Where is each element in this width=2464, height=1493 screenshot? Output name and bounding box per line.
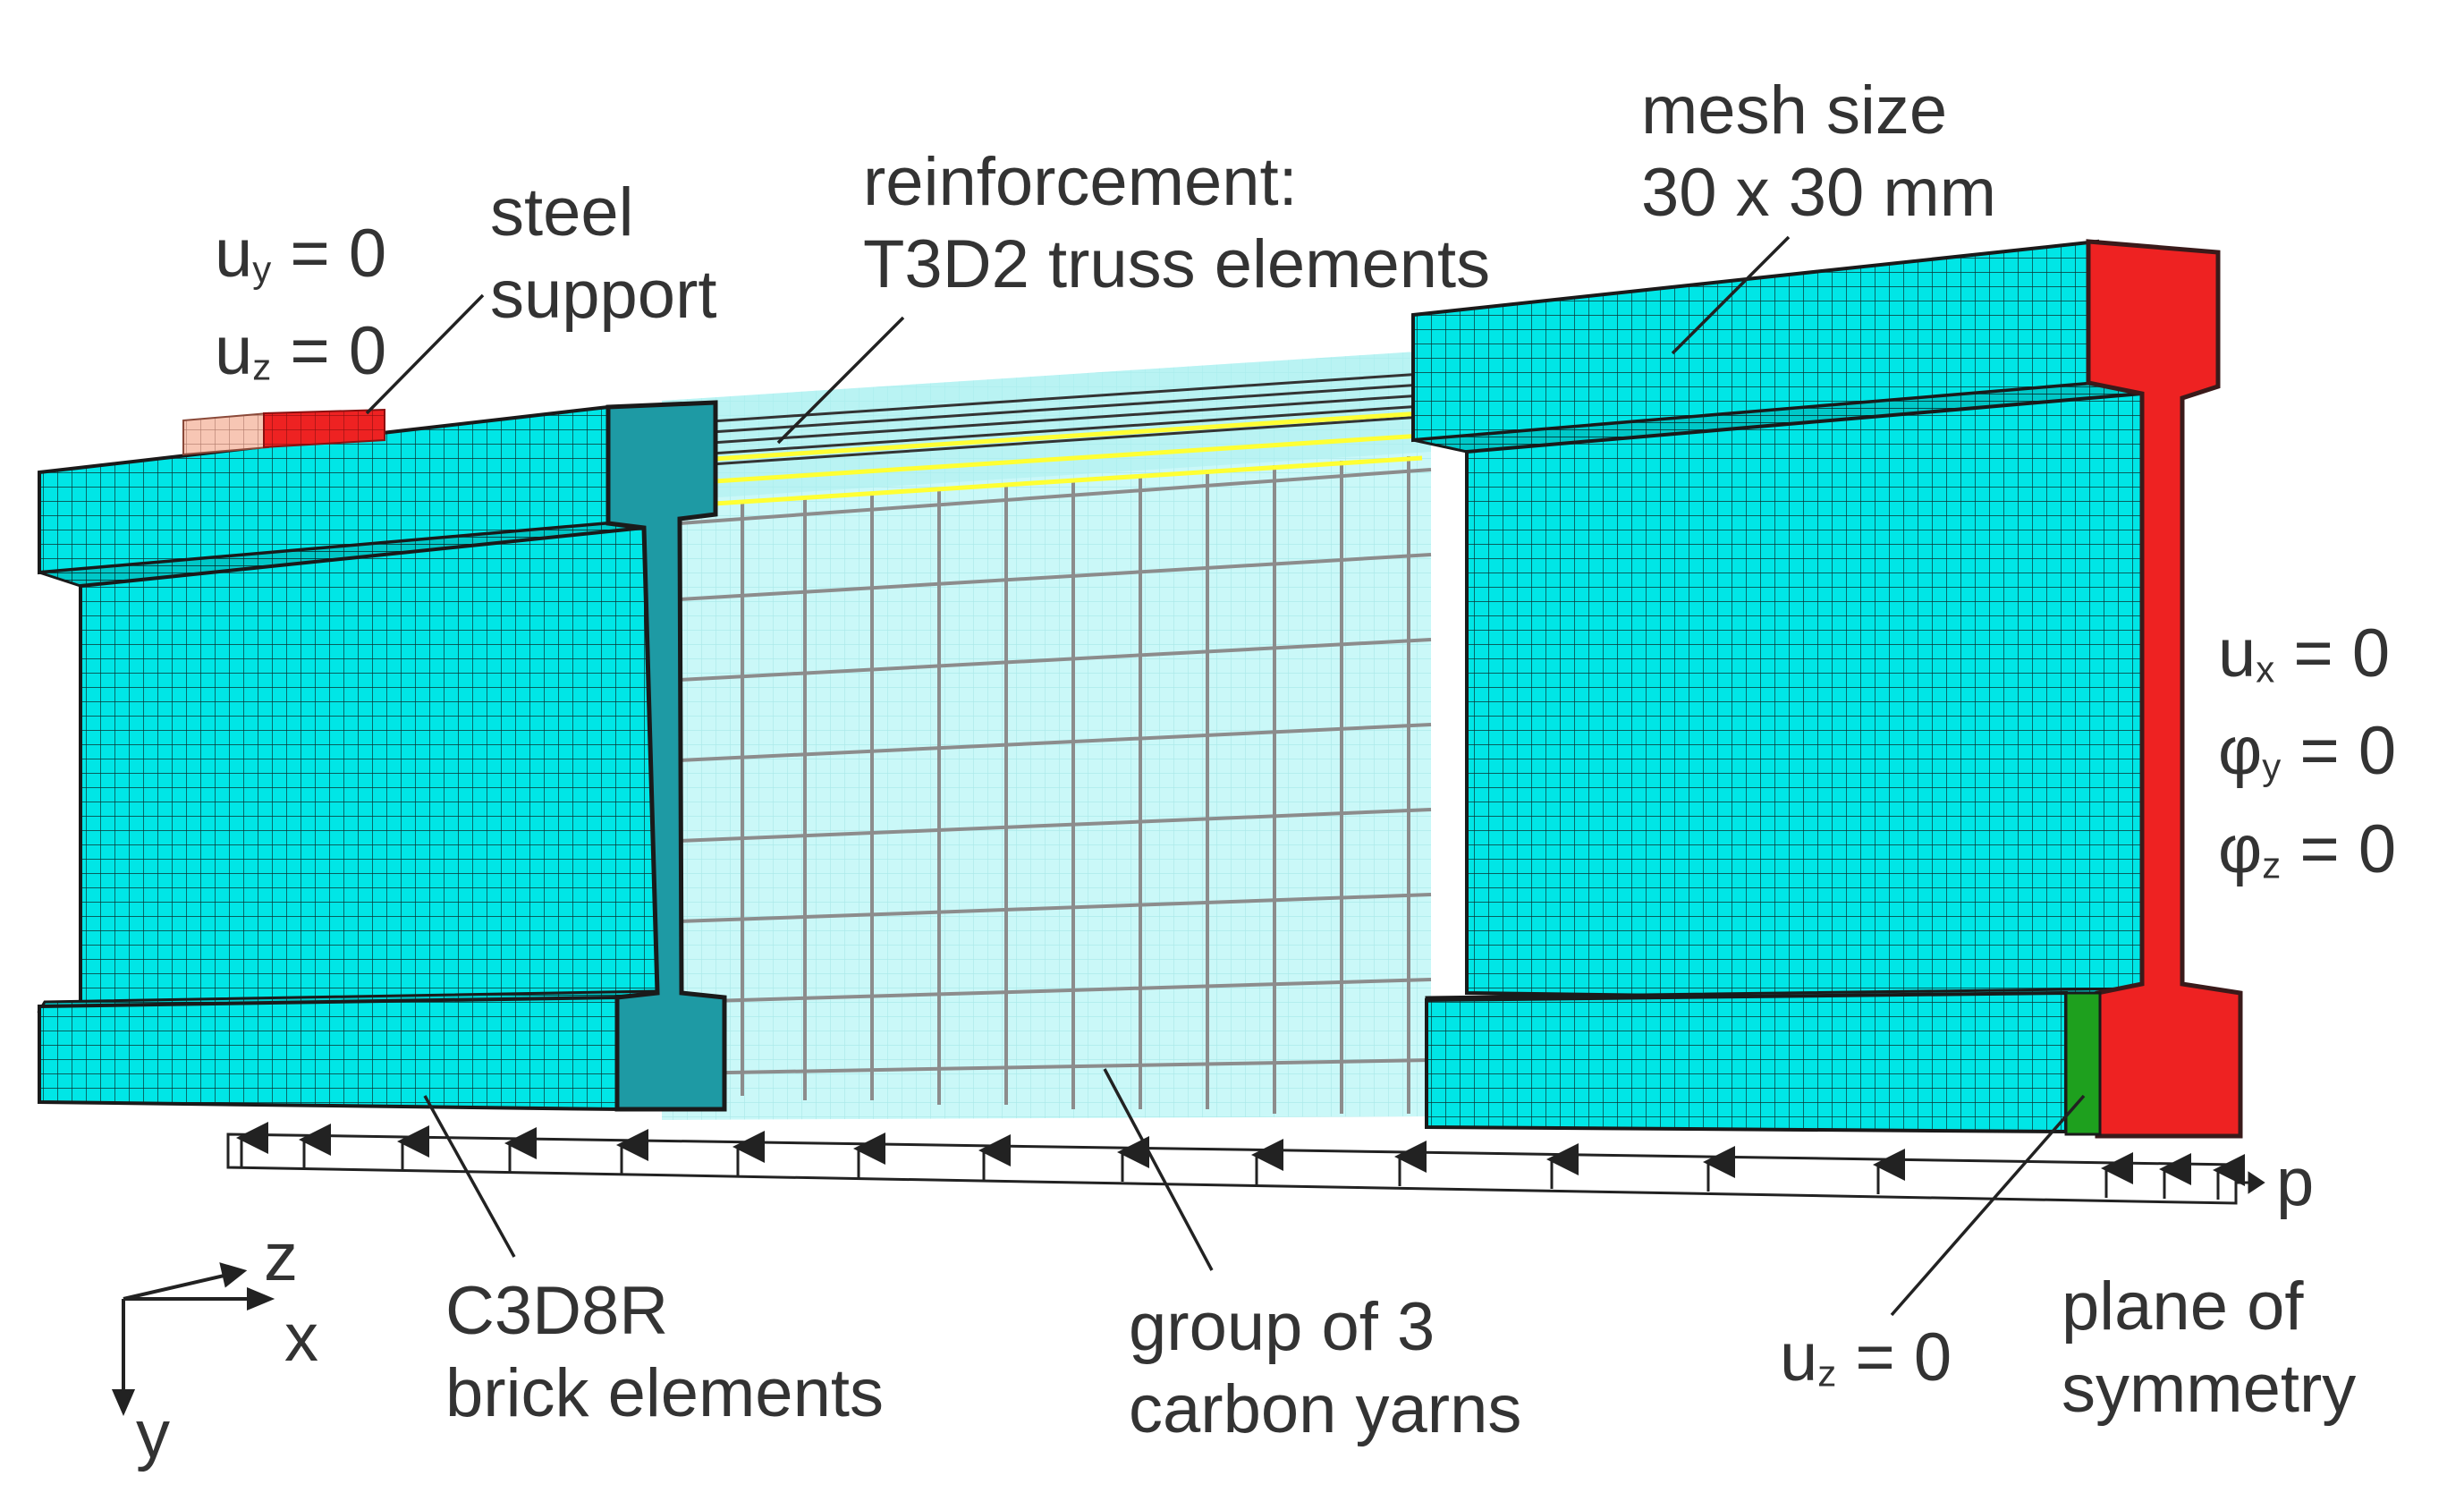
- yarns-line1: group of 3: [1129, 1289, 1435, 1365]
- support-bc-uz: uz = 0: [215, 310, 386, 408]
- load-bar: [226, 1132, 2238, 1205]
- steel-support-line1: steel: [490, 174, 634, 250]
- uz-subscript: z: [252, 345, 272, 388]
- uy-subscript: y: [252, 248, 272, 291]
- axis-y: y: [136, 1396, 170, 1472]
- plane-of-symmetry-label: plane of symmetry: [2062, 1266, 2356, 1430]
- load-arrows: [236, 1122, 2265, 1200]
- reinforcement-line2: T3D2 truss elements: [863, 226, 1491, 302]
- phiz-subscript: z: [2262, 843, 2282, 886]
- uy-symbol: u: [215, 216, 253, 292]
- phiy-value: = 0: [2281, 713, 2397, 790]
- load-p: p: [2276, 1144, 2315, 1220]
- plane-line2: symmetry: [2062, 1351, 2357, 1427]
- transparent-web-region: [662, 351, 1431, 1120]
- symmetry-bc-label: ux = 0 φy = 0 φz = 0: [2218, 613, 2396, 906]
- phiz-symbol: φ: [2218, 810, 2263, 887]
- brick-elements-label: C3D8R brick elements: [445, 1270, 884, 1435]
- right-beam-mesh: [1411, 239, 2144, 1134]
- axis-z-label: z: [264, 1217, 298, 1299]
- uz-bottom-value: = 0: [1836, 1319, 1952, 1395]
- phiy-subscript: y: [2262, 745, 2282, 788]
- mesh-size-line2: 30 x 30 mm: [1641, 155, 1997, 231]
- coordinate-axes: [111, 1262, 275, 1417]
- ux-subscript: x: [2256, 648, 2275, 691]
- symmetry-bc-ux: ux = 0: [2218, 613, 2396, 710]
- brick-line1: C3D8R: [445, 1273, 669, 1349]
- left-beam-mesh: [37, 404, 660, 1112]
- axis-x: x: [284, 1300, 318, 1376]
- leader-lines: [365, 235, 2086, 1317]
- uz-bottom-label: uz = 0: [1780, 1317, 1952, 1414]
- support-bc-label: uy = 0 uz = 0: [215, 213, 386, 409]
- steel-support-line2: support: [490, 257, 717, 333]
- axis-z: z: [264, 1219, 298, 1295]
- mesh-size-line1: mesh size: [1641, 72, 1948, 148]
- ux-value: = 0: [2274, 615, 2391, 691]
- symmetry-bc-phiy: φy = 0: [2218, 710, 2396, 808]
- uz-symbol: u: [215, 313, 253, 390]
- uz-bottom-symbol: u: [1780, 1319, 1818, 1395]
- left-cross-section: [605, 400, 727, 1112]
- carbon-yarn-grid: [679, 456, 1432, 1114]
- mesh-size-label: mesh size 30 x 30 mm: [1641, 70, 1996, 234]
- uy-value: = 0: [271, 216, 387, 292]
- reinforcement-line1: reinforcement:: [863, 144, 1298, 220]
- brick-line2: brick elements: [445, 1355, 884, 1431]
- steel-support-label: steel support: [490, 172, 717, 336]
- phiz-value: = 0: [2281, 810, 2397, 887]
- symmetry-cross-section: [2064, 239, 2243, 1139]
- axis-y-label: y: [136, 1394, 170, 1476]
- reinforcement-truss-bars: [616, 372, 1423, 513]
- load-label: p: [2276, 1141, 2314, 1224]
- uz-value: = 0: [271, 313, 387, 390]
- reinforcement-label: reinforcement: T3D2 truss elements: [863, 141, 1490, 306]
- uz-bottom-subscript: z: [1817, 1352, 1837, 1395]
- axis-x-label: x: [284, 1297, 318, 1379]
- symmetry-bc-phiz: φz = 0: [2218, 809, 2396, 906]
- yarns-line2: carbon yarns: [1129, 1371, 1522, 1447]
- carbon-yarns-label: group of 3 carbon yarns: [1129, 1286, 1521, 1451]
- steel-support-block: [182, 408, 385, 456]
- plane-line1: plane of: [2062, 1268, 2304, 1345]
- phiy-symbol: φ: [2218, 713, 2263, 790]
- ux-symbol: u: [2218, 615, 2257, 691]
- support-bc-uy: uy = 0: [215, 213, 386, 310]
